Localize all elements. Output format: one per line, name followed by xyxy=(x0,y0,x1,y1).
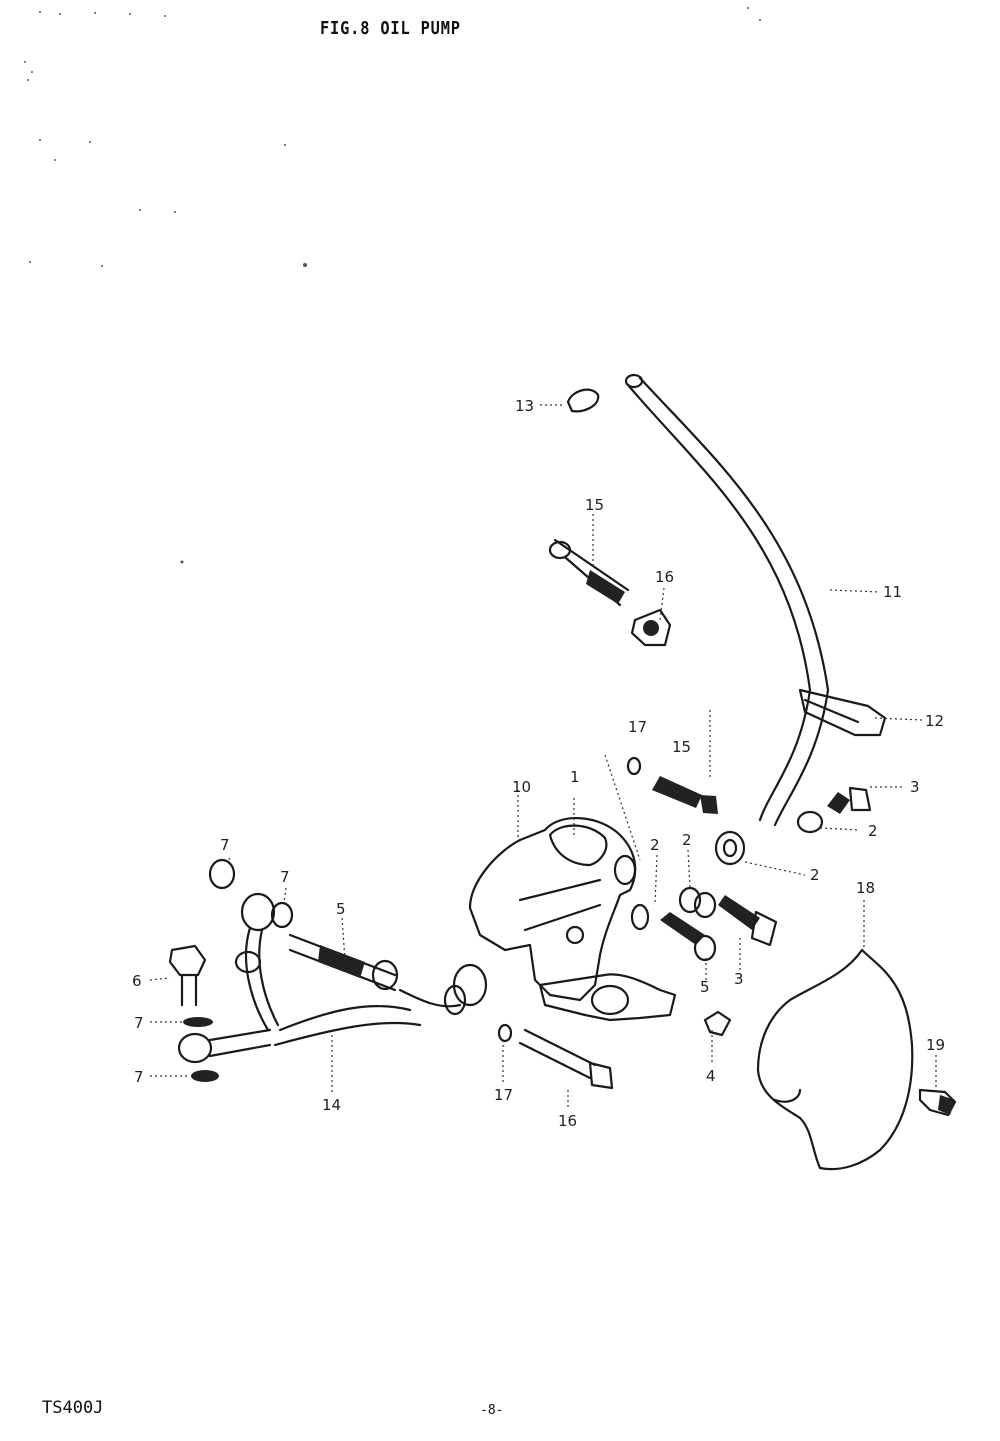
callout-2-d: 2 xyxy=(682,831,692,849)
figure-title: FIG.8 OIL PUMP xyxy=(320,18,461,39)
banjo-bolt-right xyxy=(678,886,778,947)
callout-7-a: 7 xyxy=(220,836,230,854)
callout-5: 5 xyxy=(336,900,346,918)
callout-12: 14 xyxy=(322,1096,341,1114)
page-number: -8- xyxy=(480,1403,504,1418)
callout-7-d: 7 xyxy=(134,1068,144,1086)
pipe-clamp xyxy=(630,608,672,647)
callout-18: 18 xyxy=(856,879,875,897)
washers-upper xyxy=(714,810,824,866)
callout-15: 15 xyxy=(672,738,691,756)
cover-screw xyxy=(918,1088,957,1117)
oil-hose xyxy=(624,373,830,827)
callout-17-top: 17 xyxy=(628,718,647,736)
callout-2-c: 2 xyxy=(650,836,660,854)
hose-clamp-bracket xyxy=(798,688,887,737)
oil-line-assembly xyxy=(177,892,488,1064)
callout-17-bottom: 17 xyxy=(494,1086,513,1104)
callout-3-top: 3 xyxy=(910,778,920,796)
callout-7-b: 7 xyxy=(280,868,290,886)
banjo-bolt-left xyxy=(168,944,207,1007)
callout-2-b: 2 xyxy=(810,866,820,884)
banjo-bolt-upper xyxy=(827,786,872,814)
callout-8: 10 xyxy=(512,778,531,796)
callout-4: 4 xyxy=(706,1067,716,1085)
callout-3-right: 3 xyxy=(734,970,744,988)
callout-16: 16 xyxy=(558,1112,577,1130)
hose-clip xyxy=(566,388,600,413)
bolt-16 xyxy=(518,1028,614,1090)
washer-17 xyxy=(497,756,642,1043)
washers-left xyxy=(183,858,236,1082)
callout-19: 19 xyxy=(926,1036,945,1054)
callout-7-c: 7 xyxy=(134,1014,144,1032)
callout-14: 16 xyxy=(655,568,674,586)
leader-lines xyxy=(149,404,937,1110)
callout-5-right: 5 xyxy=(700,978,710,996)
scan-noise xyxy=(24,7,761,564)
callout-labels: 13 15 16 11 12 17 15 3 1 10 2 2 2 2 18 7… xyxy=(132,397,945,1130)
callout-6: 6 xyxy=(132,972,142,990)
callout-1: 1 xyxy=(570,768,580,786)
callout-9: 11 xyxy=(883,583,902,601)
callout-11: 13 xyxy=(515,397,534,415)
callout-13: 15 xyxy=(585,496,604,514)
joint-pipe xyxy=(548,538,630,607)
bolt-15 xyxy=(652,776,718,814)
pump-cover xyxy=(756,948,914,1171)
callout-10: 12 xyxy=(925,712,944,730)
oil-pump-body xyxy=(468,817,677,1022)
model-code: TS400J xyxy=(42,1398,104,1418)
fitting-5 xyxy=(660,912,717,962)
callout-2-a: 2 xyxy=(868,822,878,840)
screw-4 xyxy=(703,1010,732,1037)
